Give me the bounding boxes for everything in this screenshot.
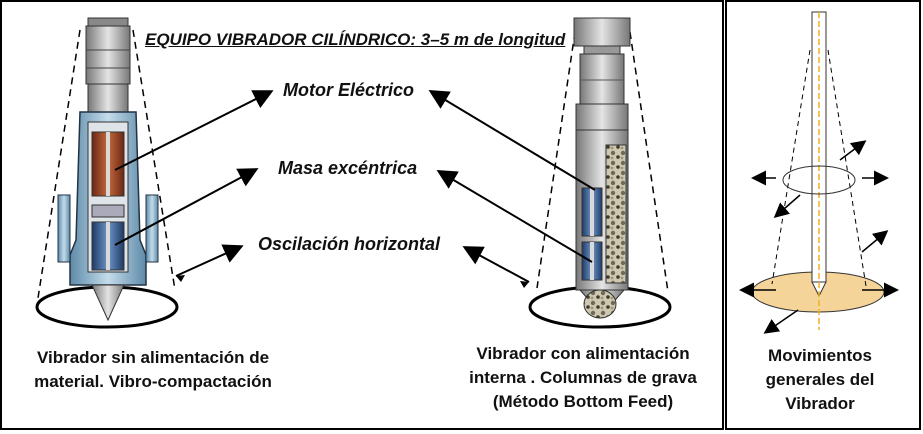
left-cone-edge	[37, 29, 81, 299]
left-upper-tube	[85, 25, 131, 85]
caption-right-line: Movimientos	[768, 346, 872, 365]
caption-left-line: Vibrador sin alimentación de	[36, 348, 270, 367]
middle-vibrator	[528, 17, 672, 329]
caption-right-line: generales del	[765, 370, 875, 389]
caption-middle-line: Vibrador con alimentación	[476, 344, 690, 363]
right-rotation-ellipse	[782, 165, 856, 195]
label-horizontal-oscillation: Oscilación horizontal	[258, 234, 441, 254]
caption-right: Movimientos generales del Vibrador	[740, 344, 900, 416]
caption-middle-line: (Método Bottom Feed)	[492, 392, 674, 411]
pointer-arrows	[114, 89, 596, 288]
left-tip	[91, 284, 125, 322]
label-eccentric-mass: Masa excéntrica	[278, 158, 418, 178]
caption-left-line: material. Vibro-compactación	[34, 372, 272, 391]
middle-cone-edge	[629, 31, 669, 293]
gravel-feed-tube	[605, 144, 627, 284]
arrow-oscillation-right	[462, 246, 530, 283]
left-top-cap	[87, 17, 129, 27]
label-motor: Motor Eléctrico	[283, 80, 415, 100]
arrow-mass-left	[114, 168, 259, 246]
left-panel-frame	[0, 0, 724, 430]
caption-right-line: Vibrador	[785, 394, 855, 413]
right-cone-edge	[771, 49, 811, 285]
caption-left: Vibrador sin alimentación de material. V…	[18, 346, 288, 394]
gravel-outflow	[583, 289, 617, 319]
arrow-mass-right	[436, 169, 593, 263]
middle-upper-tube	[579, 53, 625, 105]
page-title: EQUIPO VIBRADOR CILÍNDRICO: 3–5 m de lon…	[145, 30, 566, 49]
right-cone-edge	[827, 49, 867, 287]
caption-middle-line: interna . Columnas de grava	[469, 368, 697, 387]
right-schematic	[739, 11, 899, 334]
left-vibrator	[35, 17, 179, 329]
right-panel-frame	[725, 0, 921, 430]
arrow-motor-left	[114, 90, 274, 171]
caption-middle: Vibrador con alimentación interna . Colu…	[448, 342, 718, 414]
arrow-oscillation-left	[175, 244, 244, 277]
left-cone-edge	[132, 29, 176, 291]
arrow-motor-right	[428, 89, 596, 191]
